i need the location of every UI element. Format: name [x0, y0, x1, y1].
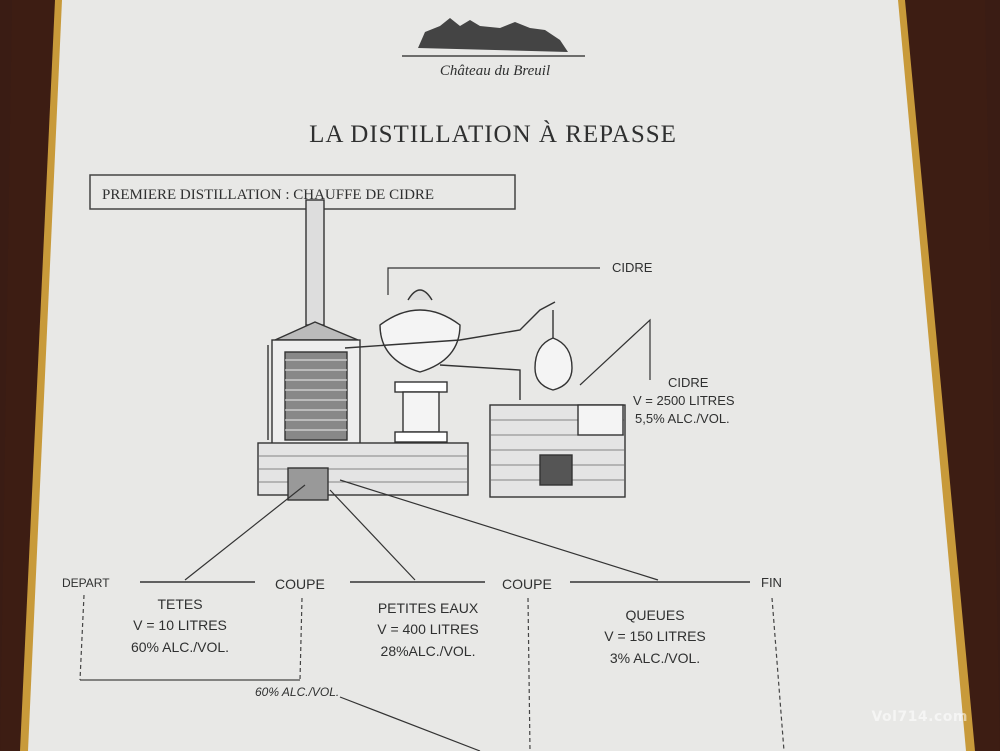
brand-name: Château du Breuil: [440, 63, 550, 79]
page-title: LA DISTILLATION À REPASSE: [309, 120, 677, 148]
queues-alcohol: 3% ALC./VOL.: [610, 650, 700, 666]
section-box: [89, 174, 516, 210]
queues-block: QUEUES V = 150 LITRES 3% ALC./VOL.: [604, 607, 706, 666]
cidre-side-label: CIDRE: [668, 375, 709, 390]
section-label: PREMIERE DISTILLATION : CHAUFFE DE CIDRE: [102, 187, 434, 203]
still-apparatus: [257, 199, 626, 501]
callout-lines: [184, 267, 659, 751]
depart-label: DEPART: [62, 576, 110, 590]
queues-name: QUEUES: [625, 607, 684, 623]
tetes-alcohol: 60% ALC./VOL.: [131, 639, 229, 655]
tetes-block: TETES V = 10 LITRES 60% ALC./VOL.: [131, 596, 229, 655]
watermark: Vol714.com: [871, 709, 968, 725]
chateau-logo: [402, 18, 585, 57]
cidre-top-label: CIDRE: [612, 260, 653, 275]
queues-volume: V = 150 LITRES: [604, 628, 706, 644]
petites-eaux-volume: V = 400 LITRES: [377, 621, 479, 637]
tetes-volume: V = 10 LITRES: [133, 617, 227, 633]
tetes-name: TETES: [157, 596, 202, 612]
bottom-alcohol-note: 60% ALC./VOL.: [255, 685, 339, 699]
petites-eaux-name: PETITES EAUX: [378, 600, 479, 616]
coupe-label-2: COUPE: [502, 576, 552, 592]
volume-label: V = 2500 LITRES: [633, 393, 735, 408]
alcohol-label: 5,5% ALC./VOL.: [635, 411, 730, 426]
segment-dividers: [79, 594, 785, 751]
fin-label: FIN: [761, 575, 782, 590]
petites-eaux-block: PETITES EAUX V = 400 LITRES 28%ALC./VOL.: [377, 600, 479, 659]
coupe-label-1: COUPE: [275, 576, 325, 592]
petites-eaux-alcohol: 28%ALC./VOL.: [381, 643, 476, 659]
